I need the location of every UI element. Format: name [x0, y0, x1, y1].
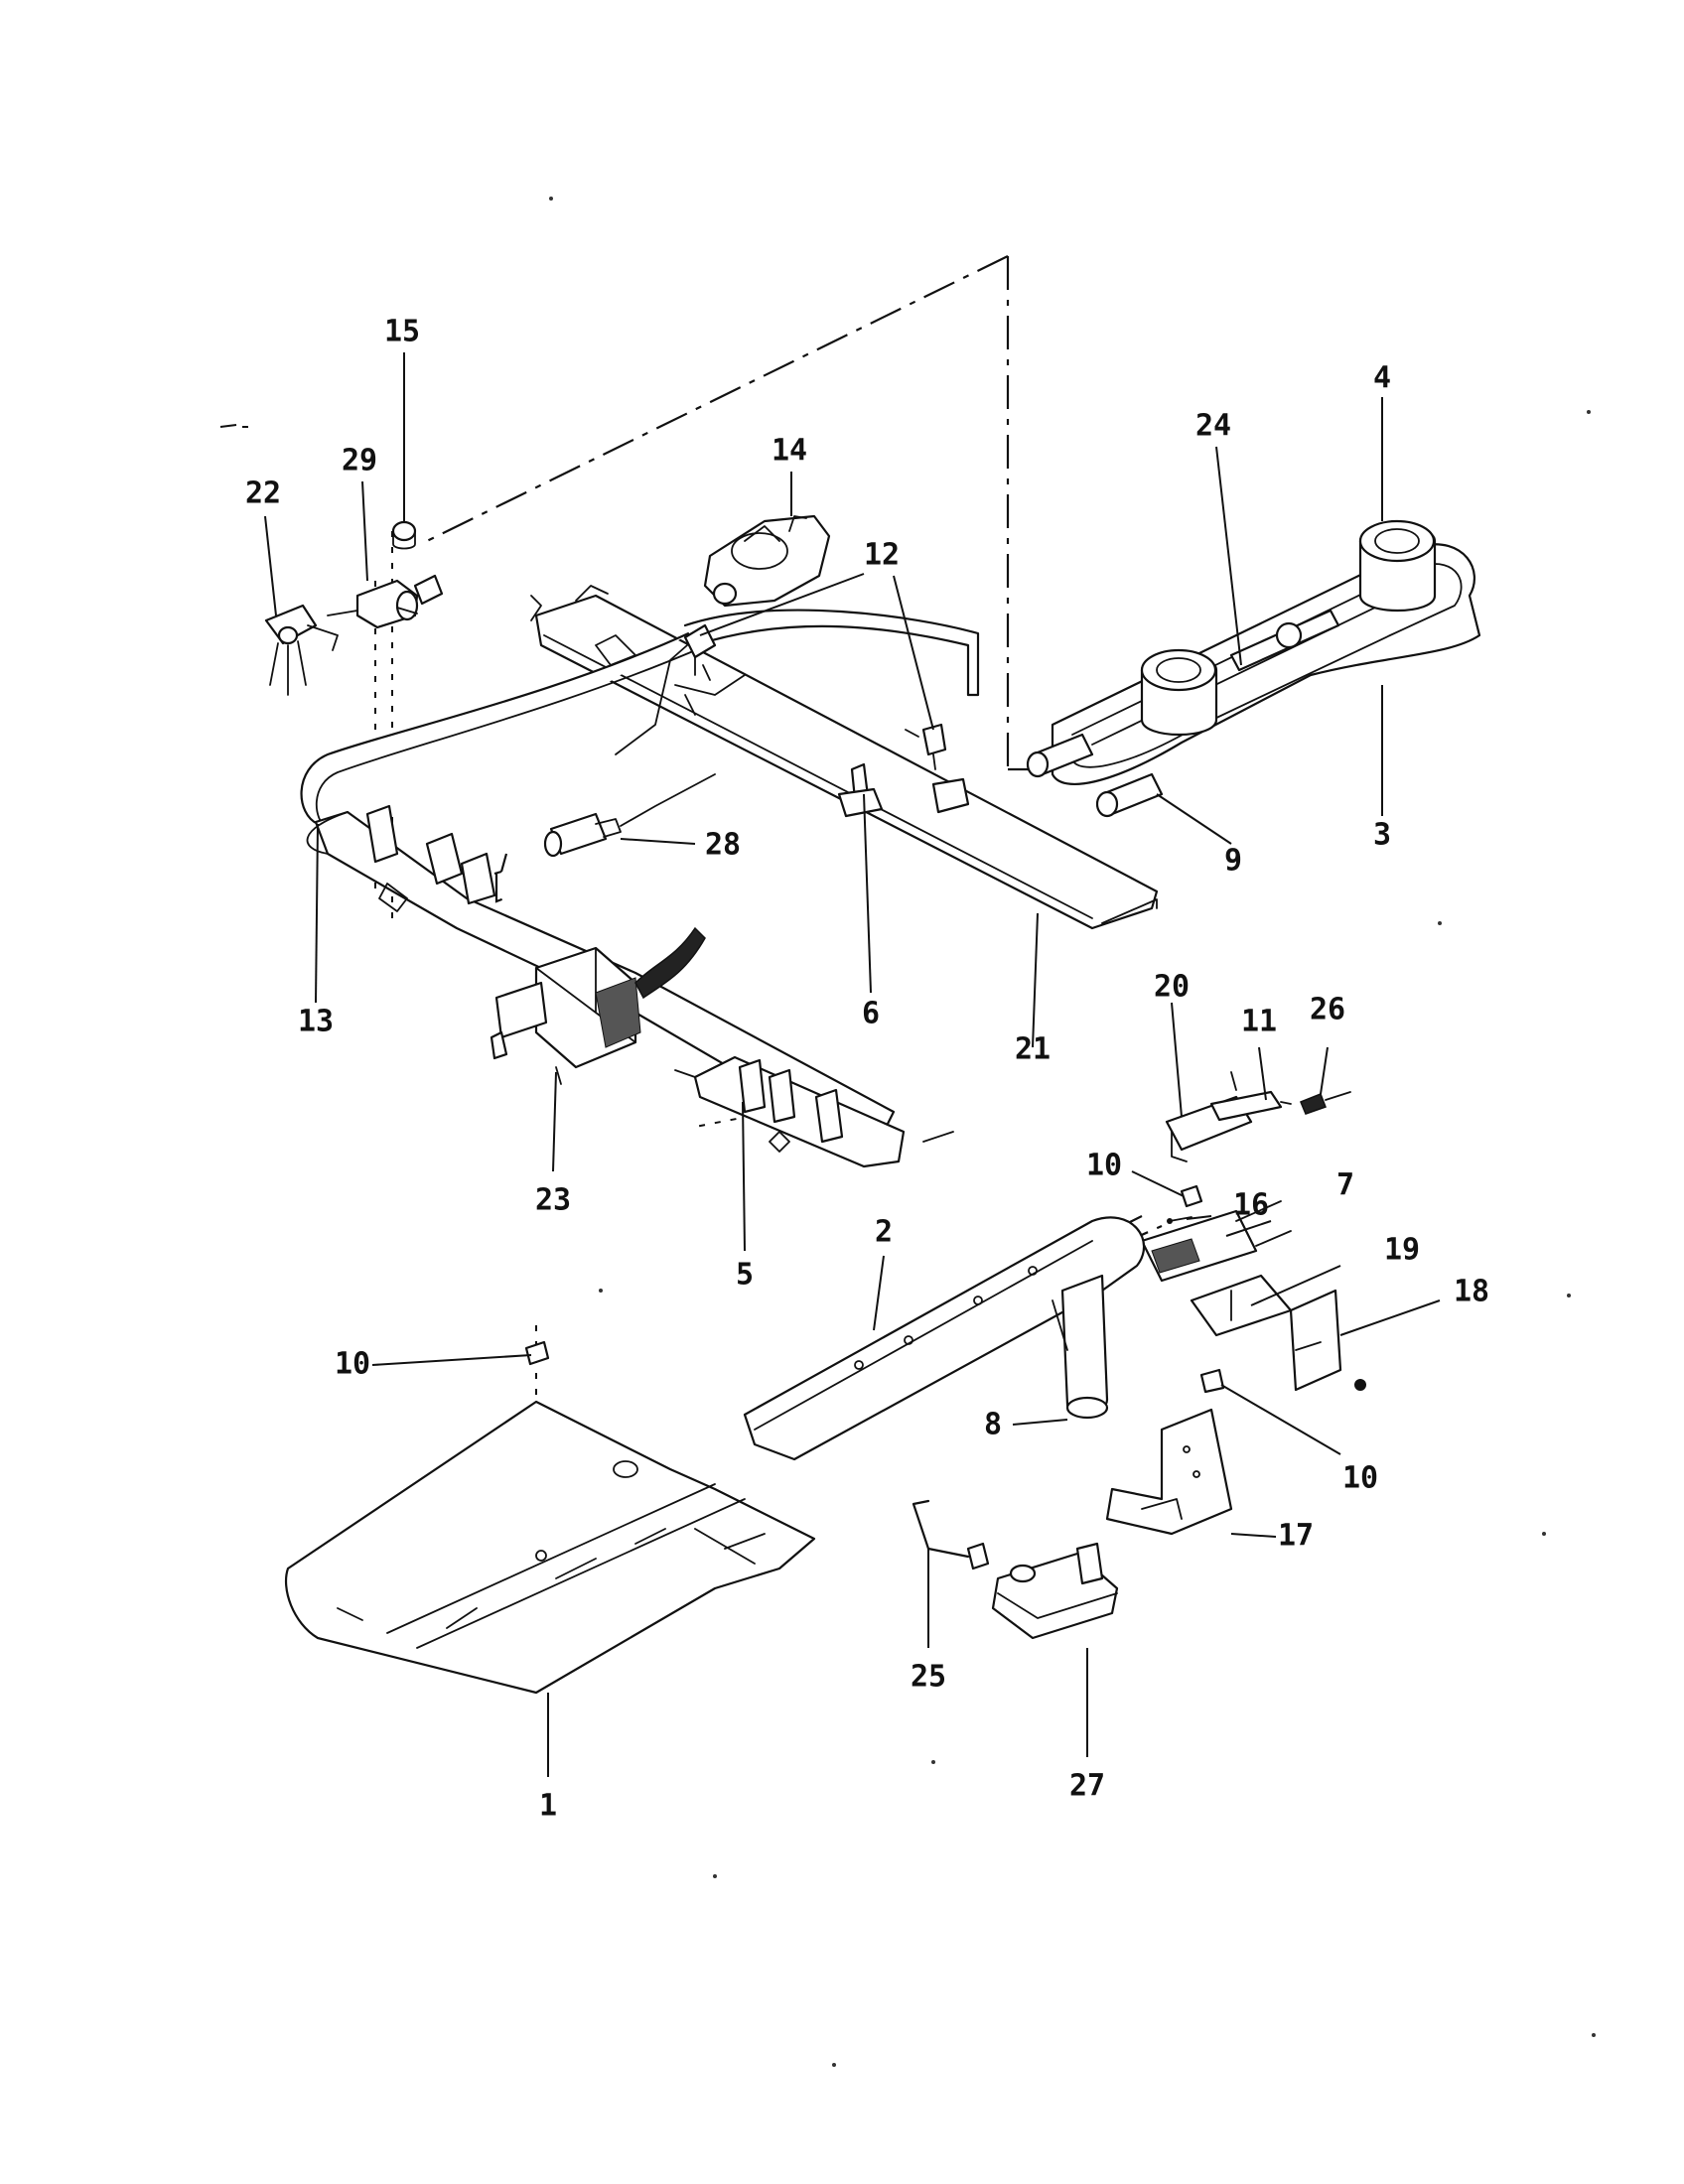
callout-7: 7	[1336, 1168, 1354, 1203]
part-21-manifold-bracket	[530, 585, 1159, 930]
part-9-burner-tubes	[1026, 733, 1164, 818]
callout-16: 16	[1233, 1188, 1269, 1223]
part-5-burner-tube	[674, 1055, 954, 1168]
part-10-clip-bottom	[524, 1340, 550, 1366]
part-8-venturi	[1052, 1274, 1109, 1420]
callout-6: 6	[862, 997, 880, 1031]
part-6-valve-stem	[595, 634, 970, 818]
callout-19: 19	[1384, 1233, 1420, 1268]
callout-2: 2	[875, 1215, 893, 1250]
part-10-clip-lower	[1199, 1368, 1225, 1394]
part-25-capillary-tube	[912, 1499, 990, 1570]
part-1-oven-bottom	[284, 1400, 816, 1695]
part-24-crossover	[1229, 609, 1340, 672]
callout-25: 25	[911, 1660, 946, 1695]
leader-lines	[264, 352, 1441, 1777]
part-19-bracket	[1190, 1274, 1293, 1337]
callout-23: 23	[535, 1183, 571, 1218]
callout-3: 3	[1373, 818, 1391, 853]
part-4-burner-head-large	[1358, 519, 1437, 612]
callout-20: 20	[1154, 970, 1190, 1005]
part-26-lead	[1300, 1091, 1351, 1115]
part-11-electrode	[1209, 1071, 1292, 1122]
part-23-gas-valve	[490, 926, 706, 1085]
callout-15: 15	[384, 315, 420, 349]
part-28-orifice-hood	[543, 773, 716, 858]
callout-27: 27	[1069, 1769, 1105, 1804]
part-10-clip-upper	[1180, 1184, 1203, 1208]
callout-14: 14	[772, 434, 807, 469]
callout-22: 22	[245, 477, 281, 511]
part-22-igniter	[264, 604, 339, 696]
part-14-valve-housing	[703, 514, 831, 608]
callout-11: 11	[1241, 1005, 1277, 1039]
part-burner-head-small	[1140, 648, 1218, 736]
callout-13: 13	[298, 1005, 334, 1039]
callout-9: 9	[1224, 844, 1242, 879]
callout-29: 29	[342, 444, 377, 478]
callout-5: 5	[736, 1258, 754, 1293]
callout-12: 12	[864, 538, 900, 573]
part-27-safety-valve	[991, 1542, 1119, 1640]
callout-26: 26	[1310, 993, 1345, 1027]
scan-specks	[219, 197, 1596, 2067]
callout-21: 21	[1015, 1032, 1051, 1067]
callout-10-c: 10	[1342, 1461, 1378, 1496]
callout-1: 1	[539, 1789, 557, 1824]
callout-10-b: 10	[335, 1347, 370, 1382]
callout-10-a: 10	[1086, 1149, 1122, 1183]
part-13-gas-tube	[300, 609, 980, 841]
callout-18: 18	[1454, 1275, 1489, 1309]
part-7-ignition-module	[1140, 1200, 1292, 1283]
callout-28: 28	[705, 828, 741, 863]
callout-24: 24	[1195, 409, 1231, 444]
callout-17: 17	[1278, 1519, 1314, 1554]
part-29-valve-body	[327, 574, 444, 629]
callout-4: 4	[1373, 361, 1391, 396]
part-16-screw	[1167, 1216, 1193, 1224]
part-15-cap	[391, 520, 417, 550]
callout-8: 8	[984, 1408, 1002, 1442]
part-18-bracket	[1289, 1289, 1366, 1392]
callout-labels: 15 29 22 14 12 24 4 3 9 28 13 6 21 23 5 …	[245, 315, 1489, 1824]
part-17-bracket	[1105, 1408, 1233, 1536]
